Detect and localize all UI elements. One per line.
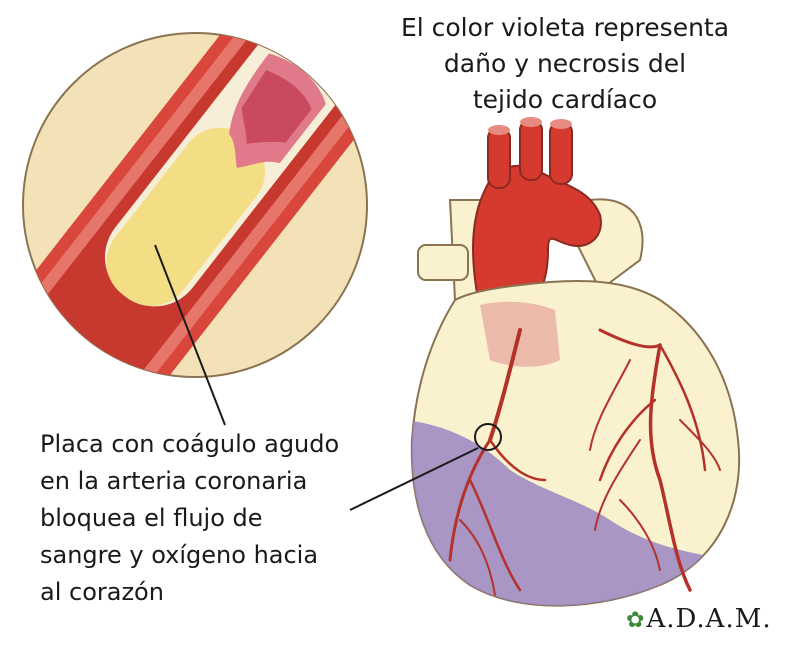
plaque-annotation-line: en la arteria coronaria (40, 463, 420, 500)
plaque-annotation-line: bloquea el flujo de (40, 500, 420, 537)
plaque-annotation-line: al corazón (40, 574, 420, 611)
necrosis-annotation-line: El color violeta representa (350, 10, 780, 46)
necrosis-annotation-line: daño y necrosis del (350, 46, 780, 82)
plaque-annotation-line: Placa con coágulo agudo (40, 426, 420, 463)
necrosis-annotation: El color violeta representa daño y necro… (350, 10, 780, 118)
necrosis-annotation-line: tejido cardíaco (350, 82, 780, 118)
brand-name: A.D.A.M. (646, 604, 771, 634)
plaque-annotation: Placa con coágulo agudo en la arteria co… (40, 426, 420, 611)
adam-logo: ✿A.D.A.M. (626, 604, 772, 634)
leaf-icon: ✿ (626, 608, 645, 633)
plaque-annotation-line: sangre y oxígeno hacia (40, 537, 420, 574)
heart (400, 117, 745, 640)
